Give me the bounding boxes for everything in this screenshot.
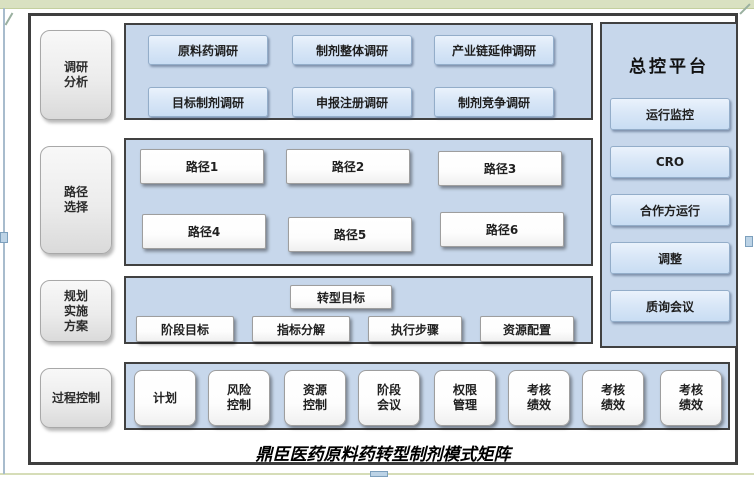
shape-path-6: 路径6 xyxy=(440,212,564,247)
shape-label: 阶段 会议 xyxy=(376,383,401,412)
shape-cro: CRO xyxy=(610,146,730,178)
stage-label: 规划 实施 方案 xyxy=(63,288,88,333)
shape-performance-review-2: 考核 绩效 xyxy=(582,370,644,426)
resize-handle-bottom[interactable] xyxy=(370,471,388,477)
shape-industry-chain-research: 产业链延伸调研 xyxy=(434,35,554,65)
shape-label: 资源 控制 xyxy=(302,383,327,412)
shape-label: 计划 xyxy=(152,390,177,405)
panel-planning: 转型目标 阶段目标 指标分解 执行步骤 资源配置 xyxy=(124,276,593,344)
stage-label: 路径 选择 xyxy=(63,185,88,214)
shape-path-5: 路径5 xyxy=(288,217,412,252)
diagram-title: 鼎臣医药原料药转型制剂模式矩阵 xyxy=(255,445,511,465)
shape-operation-monitoring: 运行监控 xyxy=(610,98,730,130)
shape-label: 考核 绩效 xyxy=(526,383,551,412)
shape-path-1: 路径1 xyxy=(140,149,264,184)
shape-resource-control: 资源 控制 xyxy=(284,370,346,426)
shape-risk-control: 风险 控制 xyxy=(208,370,270,426)
stage-box-process-control: 过程控制 xyxy=(40,368,112,428)
shape-label: 风险 控制 xyxy=(226,383,251,412)
shape-partner-operation: 合作方运行 xyxy=(610,194,730,226)
panel-process: 计划 风险 控制 资源 控制 阶段 会议 权限 管理 考核 绩效 考核 绩效 考… xyxy=(124,362,730,430)
shape-formulation-competition-research: 制剂竞争调研 xyxy=(434,87,554,117)
shape-plan: 计划 xyxy=(134,370,196,426)
shape-stage-meetings: 阶段 会议 xyxy=(358,370,420,426)
shape-adjustment: 调整 xyxy=(610,242,730,274)
resize-handle-left[interactable] xyxy=(0,232,8,243)
shape-formulation-overall-research: 制剂整体调研 xyxy=(292,35,412,65)
shape-transformation-goal: 转型目标 xyxy=(290,285,392,309)
shape-indicator-breakdown: 指标分解 xyxy=(252,316,350,342)
shape-path-2: 路径2 xyxy=(286,149,410,184)
shape-label: 考核 绩效 xyxy=(600,383,625,412)
shape-api-research: 原料药调研 xyxy=(148,35,268,65)
shape-stage-goals: 阶段目标 xyxy=(136,316,234,342)
master-control-title: 总控平台 xyxy=(629,57,709,77)
shape-inquiry-meeting: 质询会议 xyxy=(610,290,730,322)
shape-label: 考核 绩效 xyxy=(678,383,703,412)
table-border-top xyxy=(0,0,754,9)
shape-path-3: 路径3 xyxy=(438,151,562,186)
shape-performance-review-3: 考核 绩效 xyxy=(660,370,722,426)
stage-label: 调研 分析 xyxy=(63,60,88,89)
panel-paths: 路径1 路径2 路径3 路径4 路径5 路径6 xyxy=(124,138,593,266)
panel-research: 原料药调研 制剂整体调研 产业链延伸调研 目标制剂调研 申报注册调研 制剂竞争调… xyxy=(124,23,593,120)
shape-performance-review-1: 考核 绩效 xyxy=(508,370,570,426)
stage-label: 过程控制 xyxy=(51,390,100,405)
shape-label: 权限 管理 xyxy=(452,383,477,412)
stage-box-path-selection: 路径 选择 xyxy=(40,146,112,254)
shape-target-formulation-research: 目标制剂调研 xyxy=(148,87,268,117)
panel-master-control: 总控平台 运行监控 CRO 合作方运行 调整 质询会议 xyxy=(600,22,738,348)
resize-handle-right[interactable] xyxy=(745,236,753,247)
shape-permission-management: 权限 管理 xyxy=(434,370,496,426)
shape-registration-research: 申报注册调研 xyxy=(292,87,412,117)
shape-execution-steps: 执行步骤 xyxy=(368,316,462,342)
stage-box-planning: 规划 实施 方案 xyxy=(40,280,112,342)
shape-path-4: 路径4 xyxy=(142,214,266,249)
stage-box-research-analysis: 调研 分析 xyxy=(40,30,112,120)
corner-mark-top-left xyxy=(4,12,14,26)
shape-resource-allocation: 资源配置 xyxy=(480,316,574,342)
